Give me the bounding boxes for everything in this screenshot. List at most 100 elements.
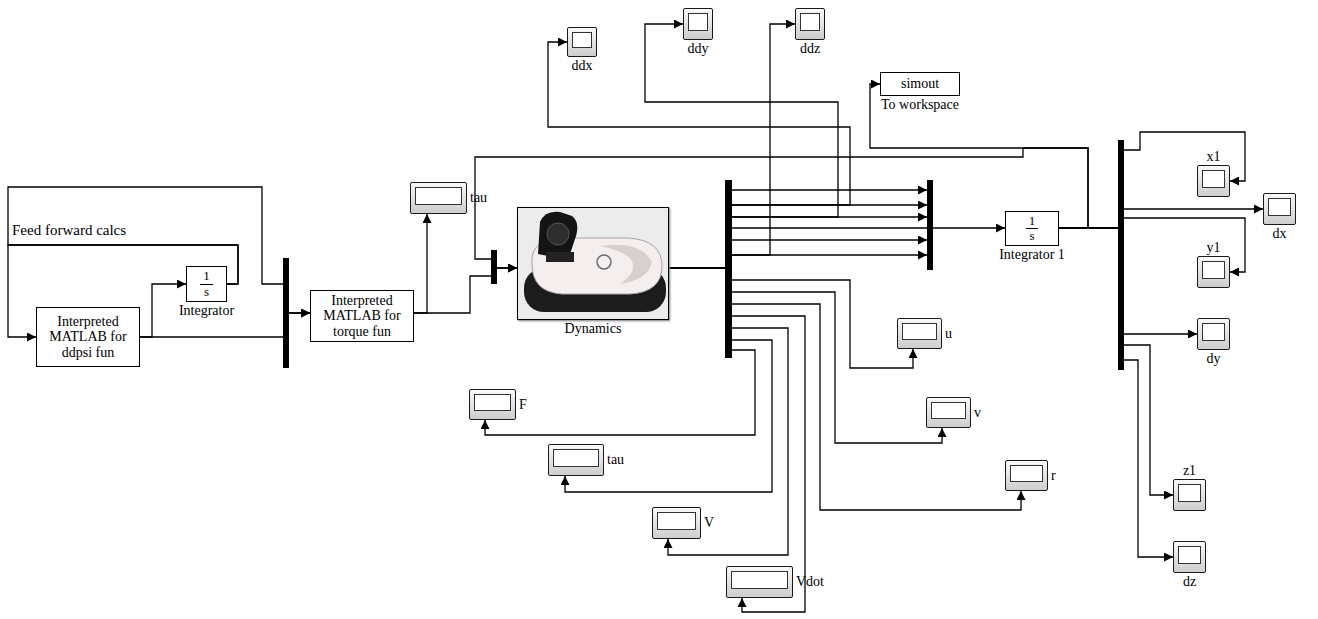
scope-screen (1202, 170, 1225, 188)
signal-line (8, 187, 310, 313)
bus-wire (732, 239, 927, 240)
scope-name: Vdot (796, 574, 824, 589)
scope-name: ddz (800, 41, 820, 56)
bus-wire (732, 216, 927, 217)
scope-block: F (469, 389, 516, 420)
label-holder: u (945, 326, 952, 341)
subsystem-block: Dynamics (517, 207, 669, 320)
bus-wire (732, 254, 927, 255)
demux-bar (1118, 140, 1124, 370)
function-block: Interpreted MATLAB for ddpsi fun (36, 307, 140, 367)
scope-name: r (1051, 468, 1056, 483)
scope-name: ddy (688, 41, 709, 56)
label-holder: V (704, 515, 714, 530)
scope-block: Vdot (726, 566, 793, 598)
scope-name: dz (1183, 574, 1196, 589)
signal-line (669, 228, 1005, 268)
label-holder: tau (607, 452, 624, 467)
function-block: Interpreted MATLAB for torque fun (310, 290, 414, 342)
scope-name: v (974, 405, 981, 420)
scope-screen (931, 402, 966, 419)
mux-bars (283, 140, 1124, 370)
scope-screen (1178, 546, 1201, 564)
scope-block: u (897, 318, 942, 349)
scope-name: x1 (1207, 149, 1221, 164)
signal-line (414, 268, 517, 313)
label-holder: r (1051, 468, 1056, 483)
scope-block: v (926, 397, 971, 428)
scope-block: tau (410, 182, 467, 214)
scope-name: F (519, 397, 527, 412)
label-holder: ddy (688, 41, 709, 56)
block-name: Dynamics (565, 321, 622, 336)
scope-name: ddx (572, 58, 593, 73)
signal-line (1059, 228, 1173, 495)
scope-name: u (945, 326, 952, 341)
signal-line (414, 214, 427, 313)
label-holder: ddz (800, 41, 820, 56)
scope-screen (688, 13, 708, 31)
bus-wires (732, 190, 927, 255)
integrator-block: 1sIntegrator (186, 266, 227, 302)
bus-wire (732, 189, 927, 190)
scope-screen (474, 394, 511, 411)
label-holder: Integrator (179, 303, 234, 318)
scope-block: dx (1263, 193, 1296, 225)
scope-block: ddz (795, 8, 825, 40)
scope-screen (902, 323, 937, 340)
block-name: Interpreted MATLAB for ddpsi fun (40, 314, 136, 360)
scope-screen (1202, 323, 1225, 341)
block-name: simout (901, 76, 939, 91)
scope-block: z1 (1173, 479, 1206, 511)
signal-line (669, 268, 913, 368)
label-holder: Vdot (796, 574, 824, 589)
label-holder: x1 (1207, 149, 1221, 164)
scope-screen (800, 13, 820, 31)
scope-block: V (652, 507, 701, 539)
label-holder: y1 (1207, 240, 1221, 255)
signal-line (870, 84, 1088, 228)
scope-screen (1178, 484, 1201, 502)
mux-bar (927, 180, 933, 270)
transfer-function: 1 (1026, 214, 1039, 229)
mux-bar (491, 250, 497, 284)
scope-block: ddx (567, 27, 597, 57)
scope-block: dz (1173, 541, 1206, 573)
label-holder: v (974, 405, 981, 420)
signal-line (669, 268, 942, 443)
label-holder: Integrator 1 (999, 247, 1065, 262)
scope-block: tau (548, 444, 604, 476)
scope-block: r (1005, 460, 1048, 491)
signal-line (1059, 228, 1173, 557)
label-holder: dx (1273, 226, 1287, 241)
label-holder: Dynamics (565, 321, 622, 336)
scope-screen (1268, 198, 1291, 216)
label-holder: ddx (572, 58, 593, 73)
scope-screen (1202, 261, 1225, 279)
scope-name: z1 (1183, 463, 1196, 478)
scope-screen (731, 571, 788, 589)
signal-line (669, 268, 1021, 510)
scope-screen (1010, 465, 1043, 482)
block-name: Interpreted MATLAB for torque fun (314, 293, 410, 339)
transfer-function: s (1029, 229, 1034, 243)
block-name: Integrator (179, 303, 234, 318)
integrator-block: 1sIntegrator 1 (1005, 211, 1059, 246)
signal-line (1059, 132, 1245, 228)
scope-screen (572, 32, 592, 48)
scope-name: tau (607, 452, 624, 467)
signal-line (1059, 228, 1197, 334)
scope-block: y1 (1197, 256, 1230, 288)
signal-line (645, 24, 838, 268)
label-holder: To workspace (881, 97, 959, 112)
signal-line (669, 268, 805, 612)
label-holder: Feed forward calcs (12, 222, 126, 239)
demux-bar (725, 180, 732, 358)
scope-screen (415, 187, 462, 205)
scope-name: tau (470, 190, 487, 205)
workspace-block: simoutTo workspace (880, 72, 960, 96)
scope-block: dy (1197, 318, 1230, 350)
label-holder: tau (470, 190, 487, 205)
transfer-function: 1 (200, 269, 213, 284)
label-holder: F (519, 397, 527, 412)
